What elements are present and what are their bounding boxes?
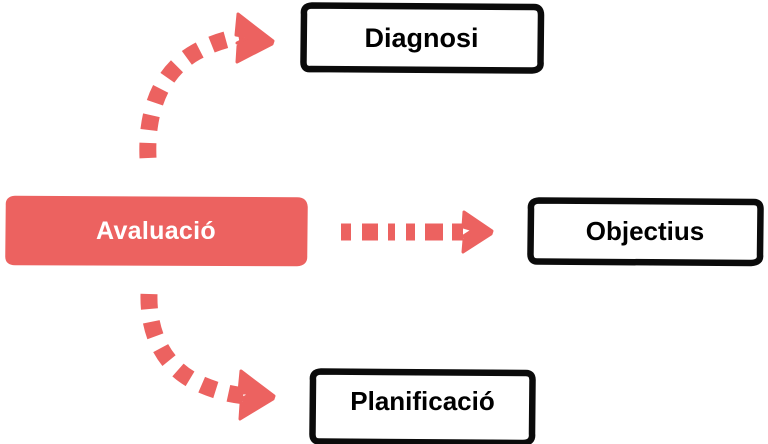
connector-avaluacio-to-objectius <box>341 210 494 254</box>
node-avaluacio-shape[interactable] <box>5 195 308 267</box>
node-planificacio-shape[interactable] <box>309 368 536 444</box>
node-objectius-shape[interactable] <box>527 197 764 267</box>
connector-avaluacio-to-diagnosi <box>139 12 275 159</box>
connector-avaluacio-to-planificacio <box>140 293 276 421</box>
node-diagnosi-shape[interactable] <box>300 2 545 74</box>
